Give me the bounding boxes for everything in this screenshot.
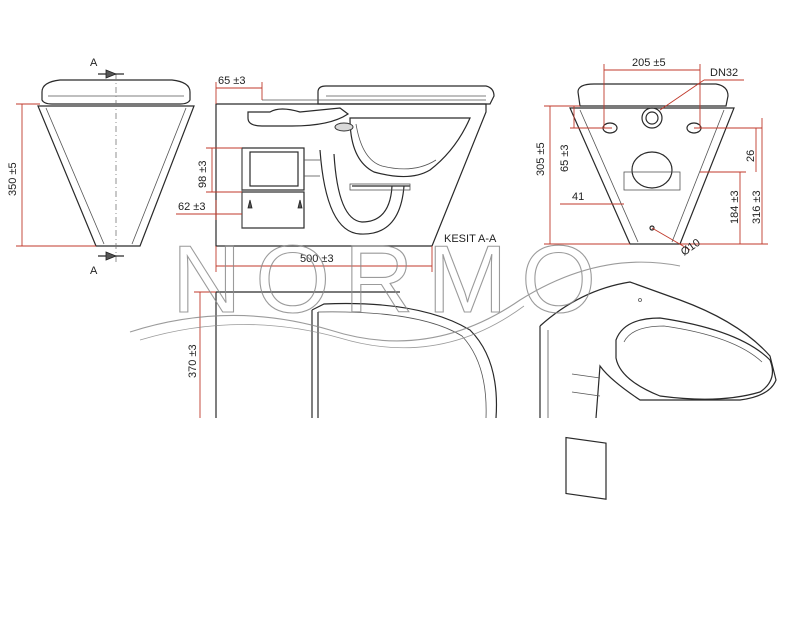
section-view: 65 ±3 98 ±3 62 ±3 500 ±3 KESIT A-A <box>176 75 497 272</box>
perspective-view <box>539 281 777 500</box>
front-view: A A 350 ±5 <box>7 57 195 277</box>
dim-front-height: 350 ±5 <box>7 162 19 196</box>
dim-bottom-height: 370 ±3 <box>187 344 199 378</box>
watermark-text: NORMO <box>172 226 610 333</box>
dim-rear-offset: 65 ±3 <box>559 145 571 172</box>
dim-rear-small: 26 <box>745 150 757 162</box>
rear-view: 205 ±5 DN32 305 ±5 65 ±3 26 184 ±3 316 ±… <box>535 57 768 258</box>
section-mark-bottom: A <box>90 265 98 277</box>
dim-rear-41: 41 <box>572 191 584 203</box>
dim-seat-offset: 65 ±3 <box>218 75 245 87</box>
dim-rear-316: 316 ±3 <box>751 190 763 224</box>
section-mark-top: A <box>90 57 98 69</box>
section-title: KESIT A-A <box>444 233 497 245</box>
dim-pipe-dn: DN32 <box>710 67 738 79</box>
dim-rear-width: 205 ±5 <box>632 57 666 69</box>
dim-depth: 500 ±3 <box>300 253 334 265</box>
dim-hole-diameter: Ø10 <box>679 237 703 259</box>
dim-pipe-height: 98 ±3 <box>197 161 209 188</box>
dim-rear-height: 305 ±5 <box>535 142 547 176</box>
dim-rear-184: 184 ±3 <box>729 190 741 224</box>
watermark-logo: NORMO <box>129 225 681 349</box>
bottom-side-view: 370 ±3 <box>187 291 498 419</box>
dim-pipe-offset: 62 ±3 <box>178 201 205 213</box>
